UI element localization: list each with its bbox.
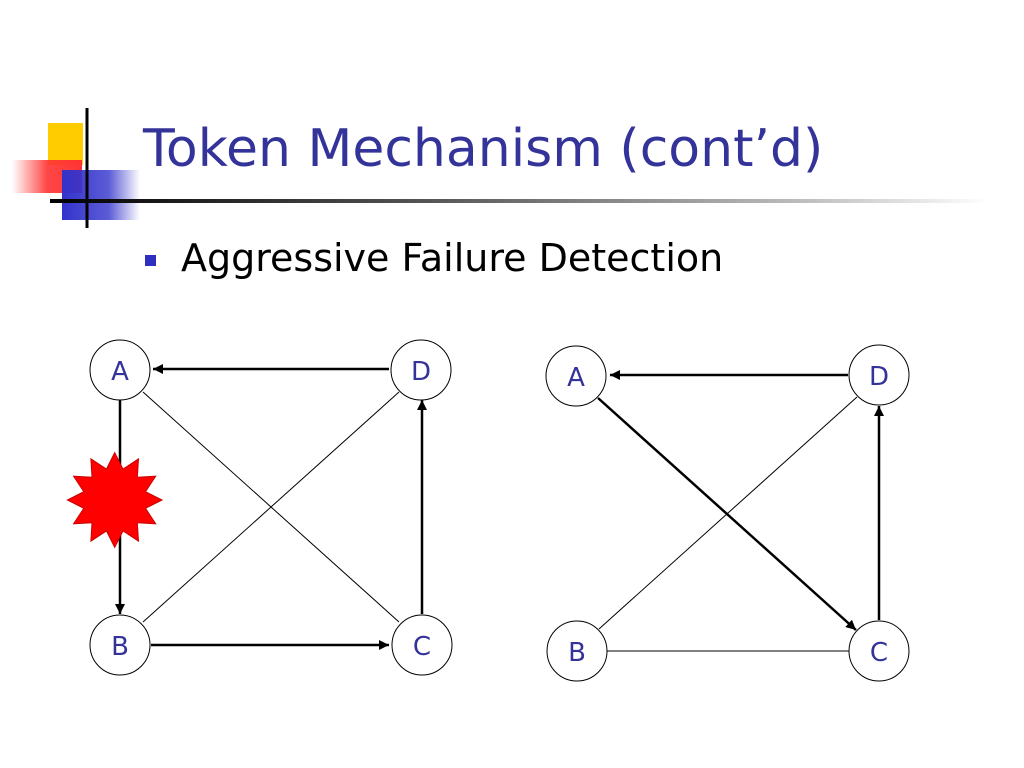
node-d: D — [848, 344, 910, 406]
bullet-square-icon — [145, 255, 156, 267]
diagram-right: A D B C — [545, 344, 910, 682]
node-b: B — [89, 614, 151, 676]
node-d-label: D — [869, 362, 889, 392]
node-c: C — [848, 620, 910, 682]
failure-burst-icon — [66, 451, 164, 549]
node-d: D — [390, 339, 452, 401]
logo-yellow-square — [48, 123, 83, 165]
node-c: C — [391, 614, 453, 676]
bullet-item: Aggressive Failure Detection — [145, 236, 723, 282]
bullet-text: Aggressive Failure Detection — [181, 236, 724, 280]
edge-b-d — [142, 391, 400, 623]
node-c-label: C — [413, 632, 431, 662]
node-b: B — [546, 620, 608, 682]
slide-title: Token Mechanism (cont’d) — [143, 119, 824, 179]
slide-logo — [12, 108, 140, 228]
node-a-label: A — [111, 357, 129, 387]
logo-blue-bar — [62, 170, 140, 220]
node-d-label: D — [411, 357, 431, 387]
node-a: A — [89, 339, 151, 401]
node-b-label: B — [568, 638, 586, 668]
title-underline — [50, 199, 990, 203]
node-a: A — [545, 345, 607, 407]
diagram-left: A D B C — [66, 339, 453, 676]
node-b-label: B — [111, 632, 129, 662]
node-a-label: A — [567, 363, 585, 393]
edge-b-d — [598, 396, 858, 630]
node-c-label: C — [870, 638, 888, 668]
